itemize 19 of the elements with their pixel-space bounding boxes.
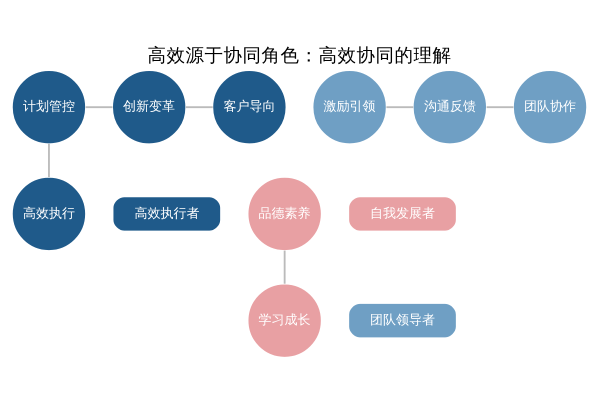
node-circle: 沟通反馈: [412, 70, 487, 144]
connector: [386, 106, 414, 108]
node-circle: 高效执行: [12, 176, 86, 252]
connector: [186, 106, 213, 108]
node-circle: 品德素养: [248, 176, 322, 252]
diagram-title: 高效源于协同角色：高效协同的理解: [148, 45, 452, 66]
connector: [86, 106, 112, 108]
node-circle: 激励引领: [312, 70, 387, 144]
node-circle: 计划管控: [12, 70, 86, 144]
node-circle: 学习成长: [248, 284, 322, 358]
node-box: 团队领导者: [348, 303, 457, 338]
node-box: 高效执行者: [112, 196, 222, 232]
node-circle: 客户导向: [212, 70, 286, 144]
connector: [486, 106, 514, 108]
node-circle: 团队协作: [512, 70, 588, 144]
node-box: 自我发展者: [348, 196, 457, 232]
connector: [284, 250, 286, 284]
node-circle: 创新变革: [112, 70, 186, 144]
connector: [48, 144, 50, 177]
